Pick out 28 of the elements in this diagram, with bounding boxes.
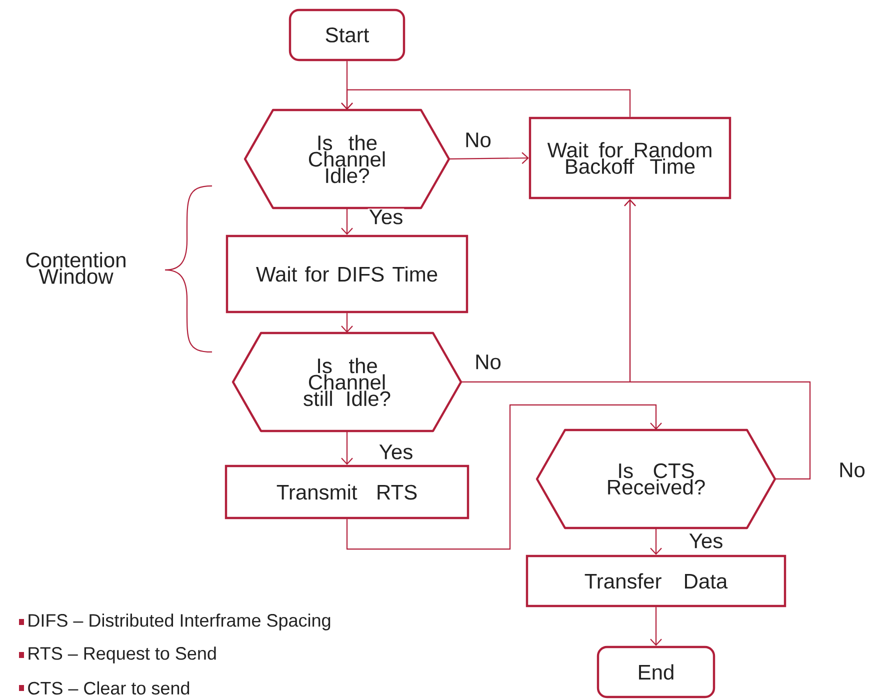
decision-hexagon: Is CTS Received? [536, 428, 776, 530]
edge-label: No [838, 462, 866, 478]
bullet-item: RTS – Request to Send [19, 646, 216, 664]
bullet-item: CTS – Clear to send [19, 681, 190, 695]
arrow [650, 528, 662, 555]
arrow [346, 404, 662, 550]
process-box: Wait for DIFS Time [226, 234, 468, 314]
side-label: Contention Window [26, 252, 126, 284]
process-box: Transfer Data [526, 554, 786, 608]
process-box: Transmit RTS [224, 464, 470, 520]
bullet-item: DIFS – Distributed Interframe Spacing [19, 614, 330, 630]
edge-label: Yes [378, 444, 414, 460]
arrow [624, 199, 811, 480]
arrow [650, 607, 662, 646]
process-box: Wait for Random Backoff Time [528, 116, 732, 200]
arrow [341, 208, 353, 235]
terminal-box: End [596, 646, 716, 698]
arrow [449, 152, 529, 164]
edge-label: No [464, 132, 492, 148]
edge-label: No [474, 354, 502, 370]
decision-hexagon: Is the Channel Idle? [244, 108, 450, 210]
edge-label: Yes [368, 208, 404, 226]
terminal-box: Start [288, 8, 406, 62]
arrow [341, 431, 353, 465]
arrow [341, 313, 353, 333]
arrow [341, 89, 631, 117]
edge-label: Yes [688, 532, 724, 550]
decision-hexagon: Is the Channel still Idle? [232, 332, 462, 432]
